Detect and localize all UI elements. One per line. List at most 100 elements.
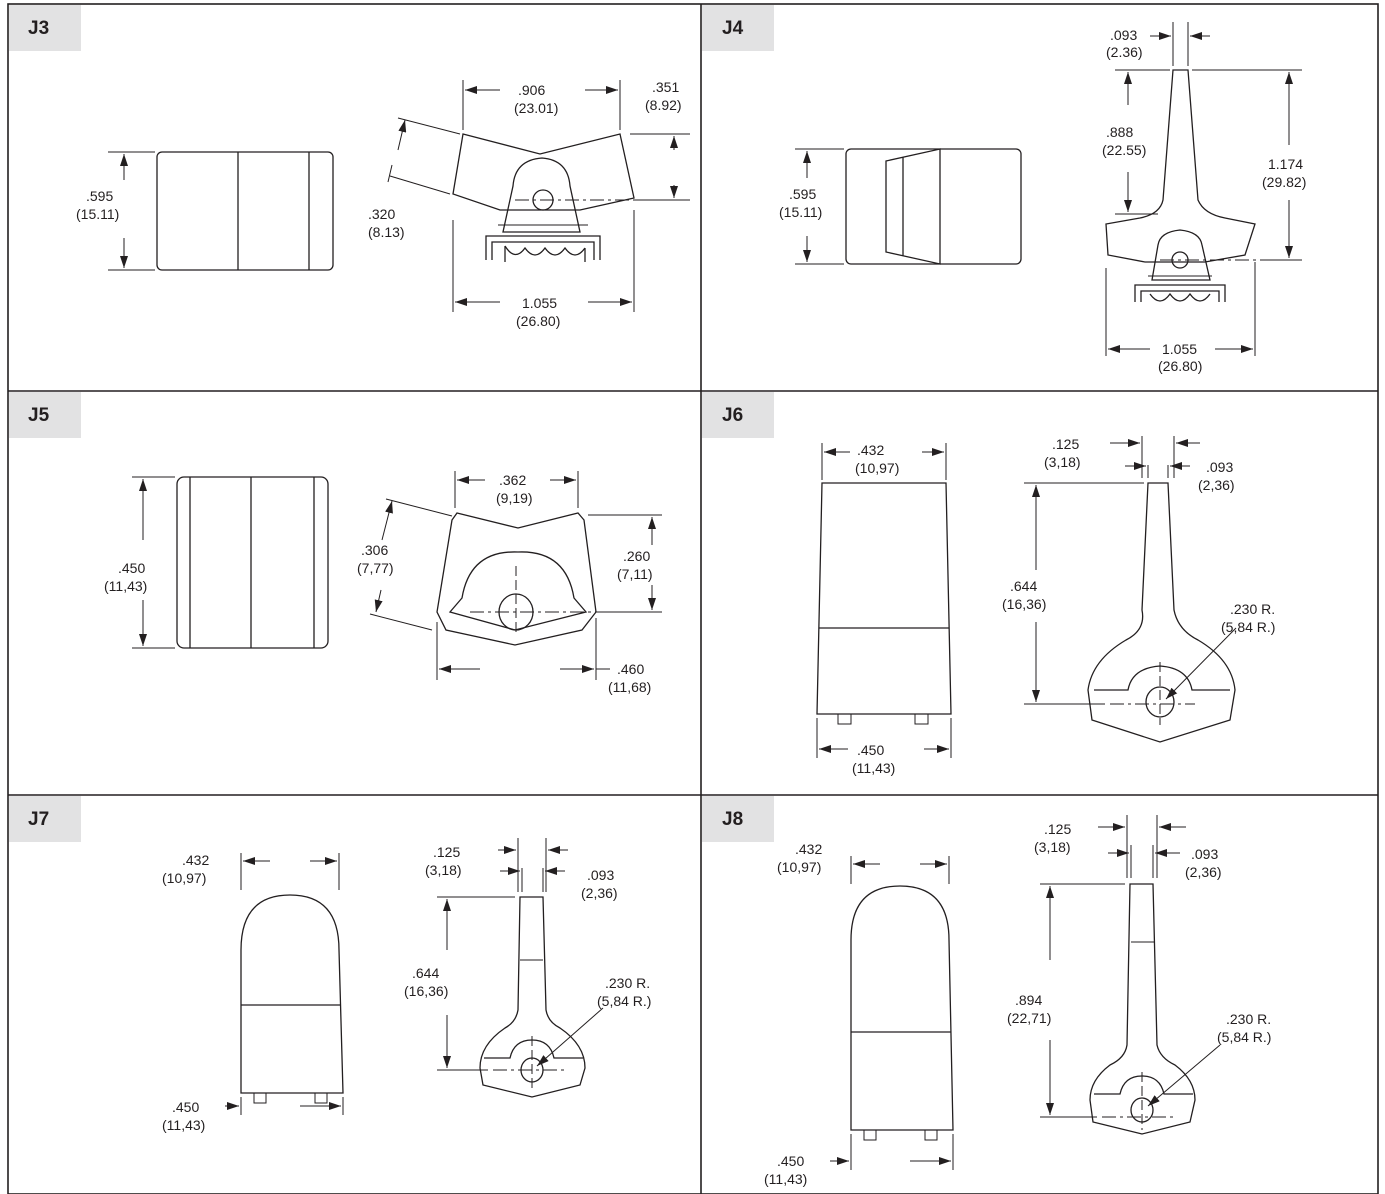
j4-overall-width-mm: (26.80) — [1158, 358, 1202, 374]
j4-overall-height-mm: (29.82) — [1262, 174, 1306, 190]
j8-height-in: .894 — [1015, 992, 1042, 1008]
j6-dimension-lines — [1024, 436, 1237, 705]
j8-height-mm: (22,71) — [1007, 1010, 1051, 1026]
j5-right-height-mm: (7,11) — [617, 566, 653, 582]
j7-base-width-mm: (3,18) — [425, 862, 462, 878]
j8-radius-in: .230 R. — [1226, 1011, 1271, 1027]
j7-front-view — [479, 896, 586, 1098]
j4-overall-height-in: 1.174 — [1268, 156, 1303, 172]
j6-base-width-in: .125 — [1052, 436, 1079, 452]
panel-j5-label: J5 — [28, 405, 50, 426]
panel-j6-label: J6 — [722, 405, 743, 426]
j3-front-view — [452, 133, 680, 262]
j8-base-width-mm: (3,18) — [1034, 839, 1071, 855]
j4-side-view — [795, 148, 1022, 265]
panel-j8: J8 .432 (10,97) .450 (11,43) — [702, 796, 1271, 1187]
j5-side-height-mm: (11,43) — [104, 578, 147, 594]
j6-radius-mm: (5,84 R.) — [1221, 619, 1275, 635]
panel-j6-tab — [702, 392, 774, 438]
j3-side-height-mm: (15.11) — [76, 206, 119, 222]
j4-dimension-lines — [1105, 22, 1302, 356]
j3-dimension-lines — [387, 80, 690, 312]
j4-stem-height-in: .888 — [1106, 124, 1133, 140]
panel-j6: J6 .432 (10,97) .450 (11,43) — [702, 392, 1275, 776]
j8-base-width-in: .125 — [1044, 821, 1071, 837]
j7-height-mm: (16,36) — [404, 983, 448, 999]
panel-j4-label: J4 — [722, 18, 744, 39]
panel-j7-tab — [9, 796, 81, 842]
j3-top-width-mm: (23.01) — [514, 100, 558, 116]
panel-j7-label: J7 — [28, 809, 49, 830]
j4-side-height-in: .595 — [789, 186, 816, 202]
j8-radius-mm: (5,84 R.) — [1217, 1029, 1271, 1045]
panel-j5-tab — [9, 392, 81, 438]
j7-radius-in: .230 R. — [605, 975, 650, 991]
j8-bottom-width-in: .450 — [777, 1153, 804, 1169]
j8-tip-width-in: .093 — [1191, 846, 1218, 862]
j5-left-height-in: .306 — [361, 542, 388, 558]
panel-j8-label: J8 — [722, 809, 743, 830]
j6-tip-width-in: .093 — [1206, 459, 1233, 475]
j7-height-in: .644 — [412, 965, 439, 981]
j6-side-view — [816, 443, 952, 758]
j8-dimension-lines — [1040, 815, 1221, 1118]
j8-side-view — [830, 856, 954, 1170]
panel-grid — [7, 3, 1379, 1194]
j7-bottom-width-in: .450 — [172, 1099, 199, 1115]
j8-tip-width-mm: (2,36) — [1185, 864, 1222, 880]
j5-left-height-mm: (7,77) — [357, 560, 394, 576]
j5-right-height-in: .260 — [623, 548, 650, 564]
j8-bottom-width-mm: (11,43) — [764, 1171, 807, 1187]
j7-radius-mm: (5,84 R.) — [597, 993, 651, 1009]
j4-front-view — [1105, 69, 1300, 302]
j7-top-width-in: .432 — [182, 852, 209, 868]
j7-tip-width-mm: (2,36) — [581, 885, 618, 901]
j7-dimension-lines — [437, 838, 604, 1071]
j6-top-width-mm: (10,97) — [855, 460, 899, 476]
j5-dimension-lines — [369, 471, 662, 680]
j7-side-view — [225, 853, 344, 1115]
j6-top-width-in: .432 — [857, 442, 884, 458]
j4-tip-width-mm: (2.36) — [1106, 44, 1143, 60]
j6-front-view — [1087, 482, 1236, 743]
j3-overall-width-in: 1.055 — [522, 295, 557, 311]
j3-side-view — [108, 151, 334, 271]
j4-side-height-mm: (15.11) — [779, 204, 822, 220]
j4-stem-height-mm: (22.55) — [1102, 142, 1146, 158]
panel-j3-label: J3 — [28, 18, 49, 39]
panel-j7: J7 .432 (10,97) .450 (11,43) — [9, 796, 651, 1133]
j3-right-height-mm: (8.92) — [645, 97, 682, 113]
j6-radius-in: .230 R. — [1230, 601, 1275, 617]
j7-base-width-in: .125 — [433, 844, 460, 860]
j8-top-width-mm: (10,97) — [777, 859, 821, 875]
panel-j4-tab — [702, 5, 774, 51]
j8-top-width-in: .432 — [795, 841, 822, 857]
panel-j5: J5 .450 (11,43) — [9, 392, 662, 695]
j5-top-width-mm: (9,19) — [496, 490, 533, 506]
panel-j8-tab — [702, 796, 774, 842]
j6-bottom-width-mm: (11,43) — [852, 760, 895, 776]
j5-overall-width-mm: (11,68) — [608, 679, 651, 695]
j7-tip-width-in: .093 — [587, 867, 614, 883]
j3-left-height-mm: (8.13) — [368, 224, 405, 240]
panel-j4: J4 .595 (15.11) — [702, 5, 1306, 374]
j3-top-width-in: .906 — [518, 82, 545, 98]
j5-side-height-in: .450 — [118, 560, 145, 576]
j3-left-height-in: .320 — [368, 206, 395, 222]
j6-tip-width-mm: (2,36) — [1198, 477, 1235, 493]
j7-bottom-width-mm: (11,43) — [162, 1117, 205, 1133]
j3-right-height-in: .351 — [652, 79, 679, 95]
j3-side-height-in: .595 — [86, 188, 113, 204]
j3-overall-width-mm: (26.80) — [516, 313, 560, 329]
panel-j3-tab — [9, 5, 81, 51]
j7-top-width-mm: (10,97) — [162, 870, 206, 886]
j4-tip-width-in: .093 — [1110, 27, 1137, 43]
panel-j3: J3 .595 (15.11) — [9, 5, 690, 329]
j5-overall-width-in: .460 — [617, 661, 644, 677]
j6-base-width-mm: (3,18) — [1044, 454, 1081, 470]
j6-bottom-width-in: .450 — [857, 742, 884, 758]
j8-front-view — [1089, 883, 1196, 1135]
j4-overall-width-in: 1.055 — [1162, 341, 1197, 357]
